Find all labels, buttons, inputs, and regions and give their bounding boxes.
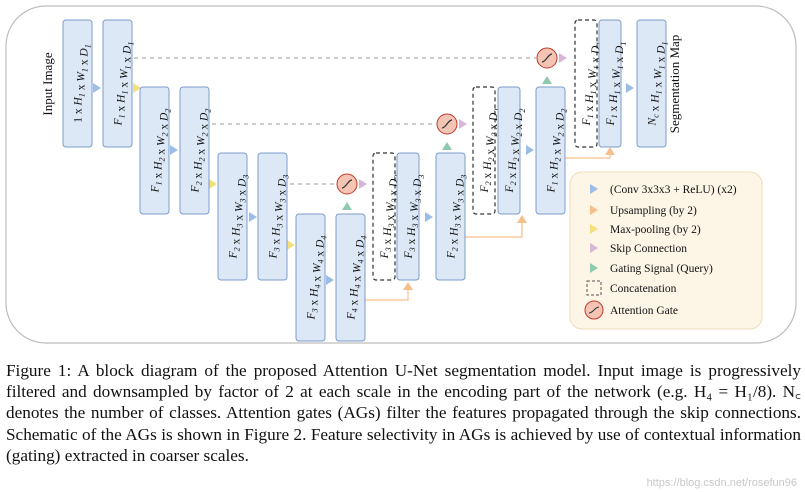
upsample-path [565,155,611,159]
legend-item: Upsampling (by 2) [590,205,697,217]
feature-block-label: F1 x H1 x W1 x D1 [581,42,604,127]
legend: (Conv 3x3x3 + ReLU) (x2) Upsampling (by 2… [584,184,737,320]
legend-item: Max-pooling (by 2) [590,224,701,236]
skip-arrow [459,119,467,129]
legend-item: Attention Gate [584,300,678,320]
conv-arrow [326,275,334,285]
segmentation-map-label: Segmentation Map [667,35,682,134]
attention-gate-icon [436,113,458,135]
legend-triangle-icon [590,263,598,273]
upsample-path [465,223,523,238]
legend-triangle-icon [590,205,598,215]
feature-block-label: F1 x H2 x W2 x D2 [546,109,569,194]
conv-arrow [93,83,101,93]
skip-connections [134,57,536,185]
legend-triangle-icon [590,184,598,194]
feature-block-label: 1 x H1 x W1 x D1 [73,44,93,122]
watermark: https://blog.csdn.net/rosefun96 [646,477,797,489]
conv-arrow [526,145,534,155]
feature-block-label: F3 x H4 x W4 x D4 [306,236,329,321]
pool-arrow [209,179,217,189]
feature-block-c1: F1 x H1 x W1 x D1 [574,19,604,148]
feature-block-c3: F3 x H3 x W3 x D3 [372,152,402,281]
attention-gate-icon [336,173,358,195]
feature-block-label: Nc x H1 x W1 x D1 [647,42,670,127]
skip-arrow [359,179,367,189]
feature-block-e1: F1 x H1 x W1 x D1 [102,19,136,148]
legend-item: (Conv 3x3x3 + ReLU) (x2) [590,184,737,196]
pool-arrow [133,83,141,93]
feature-block-out: Nc x H1 x W1 x D1 [636,19,670,148]
gating-arrow [542,76,552,84]
feature-block-d1: F1 x H1 x W1 x D1 [598,19,628,148]
conv-arrow [425,212,433,222]
conv-arrow [249,212,257,222]
upsample-arrow [517,215,527,223]
legend-label: (Conv 3x3x3 + ReLU) (x2) [610,184,737,196]
feature-block-b4b: F4 x H4 x W4 x D4 [335,213,369,342]
legend-triangle-icon [590,243,598,253]
attention-unet-diagram: (Conv 3x3x3 + ReLU) (x2) Upsampling (by 2… [5,5,797,344]
gating-arrow [342,202,352,210]
caption-text: A block diagram of the proposed Attentio… [6,361,801,465]
legend-label: Max-pooling (by 2) [610,224,701,236]
legend-label: Skip Connection [610,243,687,255]
feature-block-label: F3 x H3 x W3 x D3 [268,175,291,260]
legend-label: Upsampling (by 2) [610,205,697,217]
legend-panel [569,171,763,330]
upsample-arrow [403,282,413,290]
upsample-path [365,290,409,301]
feature-block-d2a: F2 x H2 x W2 x D2 [497,86,527,215]
feature-block-e3a: F2 x H3 x W3 x D3 [217,152,251,281]
legend-dashed-box-icon [586,280,602,296]
feature-block-label: F3 x H3 x W3 x D3 [403,175,426,260]
feature-block-d3b: F2 x H3 x W3 x D3 [435,152,469,281]
legend-item: Concatenation [586,280,677,296]
pool-arrow [287,240,295,250]
feature-block-label: F2 x H3 x W3 x D3 [228,175,251,260]
conv-arrow [170,145,178,155]
feature-block-e2a: F1 x H2 x W2 x D2 [139,86,173,215]
feature-block-label: F1 x H1 x W1 x D1 [113,42,136,127]
feature-block-d2b: F1 x H2 x W2 x D2 [535,86,569,215]
input-image-label: Input Image [40,52,55,115]
legend-item: Skip Connection [590,243,687,255]
feature-block-label: F1 x H2 x W2 x D2 [150,109,173,194]
feature-block-label: F4 x H4 x W4 x D4 [346,236,369,321]
figure-caption: Figure 1: A block diagram of the propose… [6,360,801,466]
legend-label: Attention Gate [610,305,678,317]
flow-arrows [93,53,634,301]
legend-item: Gating Signal (Query) [590,263,713,275]
skip-arrow [559,53,567,63]
feature-block-label: F2 x H2 x W2 x D2 [190,109,213,194]
feature-blocks: 1 x H1 x W1 x D1 F1 x H1 x W1 x D1 F1 x H2… [62,19,670,342]
gating-arrow [442,142,452,150]
legend-triangle-icon [590,224,598,234]
attention-gates [336,47,558,210]
caption-figure-label: Figure 1: [6,361,72,380]
feature-block-e2b: F2 x H2 x W2 x D2 [179,86,213,215]
feature-block-in: 1 x H1 x W1 x D1 [62,19,93,148]
feature-block-d3a: F3 x H3 x W3 x D3 [396,152,426,281]
feature-block-e3b: F3 x H3 x W3 x D3 [257,152,291,281]
feature-block-label: F2 x H3 x W3 x D3 [446,175,469,260]
legend-label: Concatenation [610,283,677,295]
feature-block-b4a: F3 x H4 x W4 x D4 [295,213,329,342]
legend-label: Gating Signal (Query) [610,263,713,275]
upsample-arrow [605,147,615,155]
conv-arrow [626,83,634,93]
feature-block-label: F2 x H2 x W2 x D2 [504,109,527,194]
attention-gate-icon [536,47,558,69]
feature-block-label: F1 x H1 x W1 x D1 [605,42,628,127]
